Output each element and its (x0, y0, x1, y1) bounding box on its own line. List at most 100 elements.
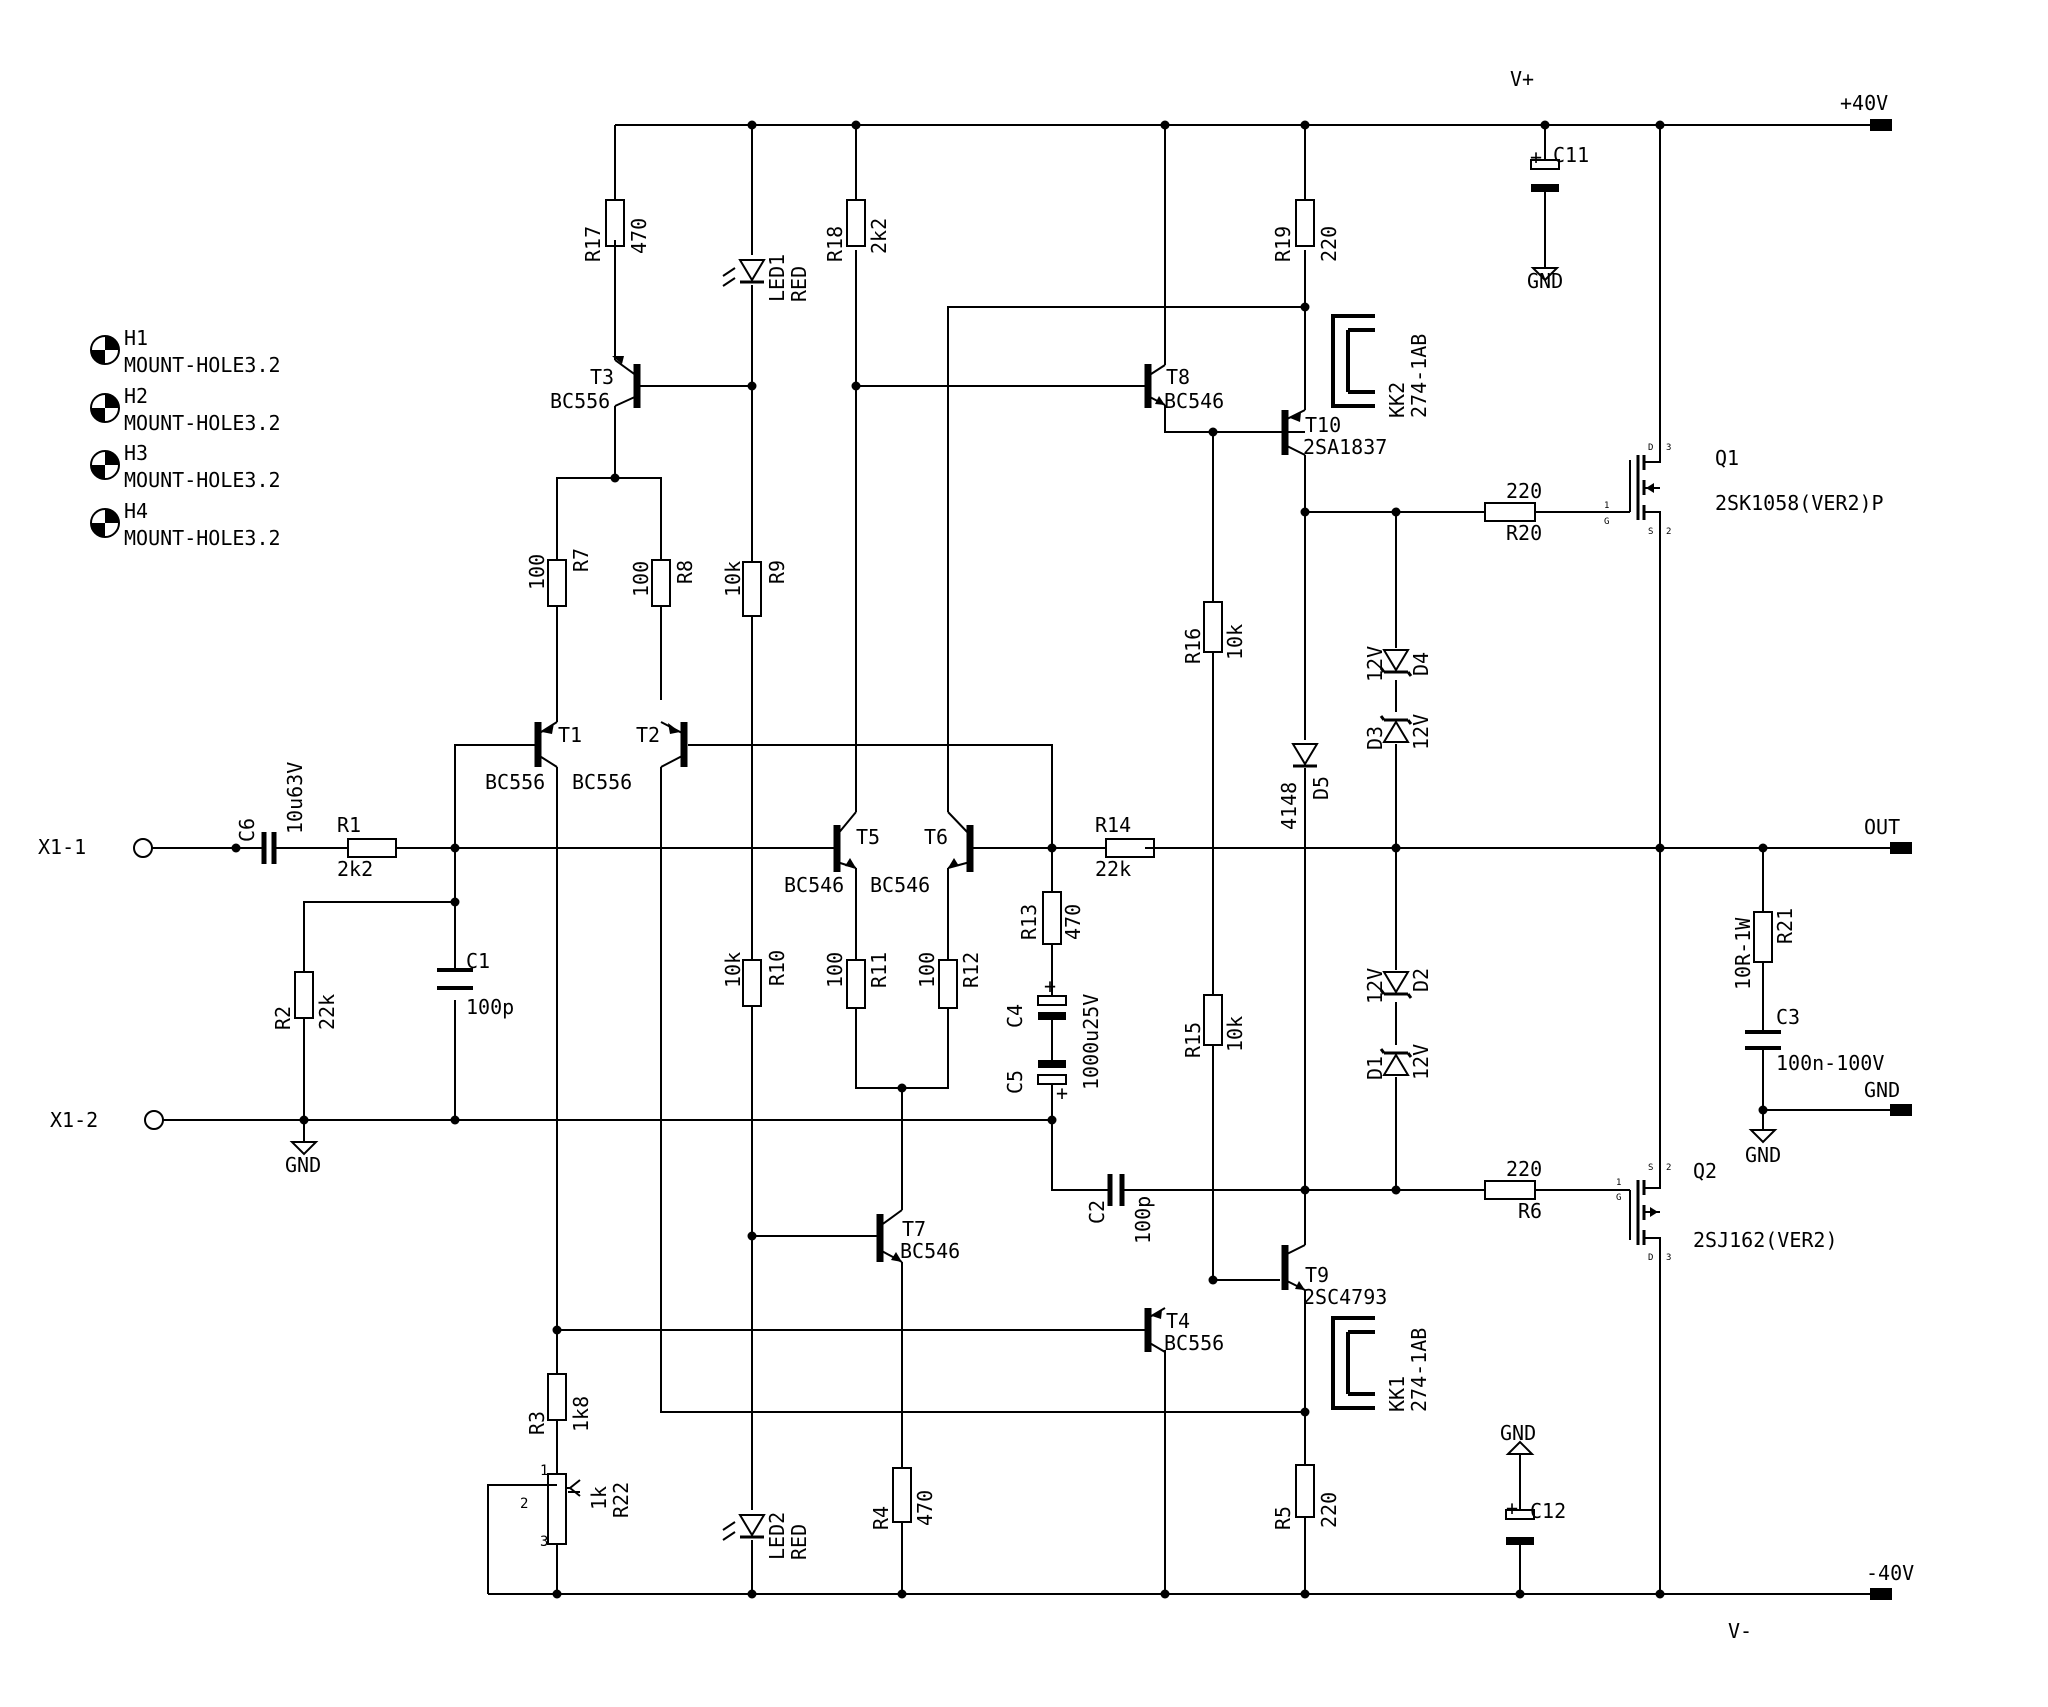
diodes (722, 259, 1413, 1541)
c1-ref: C1 (466, 949, 490, 973)
r14-ref: R14 (1095, 813, 1131, 837)
c12-plus: + (1506, 1496, 1518, 1520)
mount-hole-icon (90, 335, 120, 365)
resistor-r13 (1042, 891, 1062, 945)
resistor-r19 (1295, 199, 1315, 247)
r20-value: 220 (1506, 479, 1542, 503)
resistor-r5 (1295, 1464, 1315, 1518)
r12-ref: R12 (959, 952, 983, 988)
resistor-r9 (742, 561, 762, 617)
r16-ref: R16 (1181, 628, 1205, 664)
t5-value: BC546 (784, 873, 844, 897)
t4-value: BC556 (1164, 1331, 1224, 1355)
led-led1 (722, 259, 766, 287)
transistors (534, 356, 1306, 1353)
pos-rail-label: +40V (1840, 91, 1888, 115)
q2-pin-s: S (1648, 1163, 1653, 1173)
r4-ref: R4 (869, 1506, 893, 1530)
q2-pin-3: 3 (1666, 1253, 1671, 1263)
r19-ref: R19 (1271, 226, 1295, 262)
t2-value: BC556 (572, 770, 632, 794)
transistor-t6 (947, 811, 976, 872)
r5-value: 220 (1317, 1492, 1341, 1528)
t10-ref: T10 (1305, 413, 1341, 437)
r11-value: 100 (823, 952, 847, 988)
transistor-t3 (612, 356, 641, 408)
resistor-r12 (938, 959, 958, 1009)
transistor-t9 (1281, 1244, 1306, 1291)
t7-ref: T7 (902, 1217, 926, 1241)
t9-value: 2SC4793 (1303, 1285, 1387, 1309)
resistor-r1 (347, 838, 397, 858)
resistor-r7 (547, 559, 567, 607)
pot-pin-1: 1 (540, 1463, 548, 1479)
r2-ref: R2 (271, 1006, 295, 1030)
r8-ref: R8 (673, 560, 697, 584)
mosfet-q2 (1629, 1180, 1661, 1270)
input-terminal-x1-2 (144, 1110, 164, 1130)
c11-ref: C11 (1553, 143, 1589, 167)
r1-value: 2k2 (337, 857, 373, 881)
q2-pin-2: 2 (1666, 1163, 1671, 1173)
gnd-c11-label: GND (1527, 269, 1563, 293)
r9-value: 10k (721, 561, 745, 597)
t7-value: BC546 (900, 1239, 960, 1263)
capacitor-c6 (240, 832, 300, 864)
q2-ref: Q2 (1693, 1159, 1717, 1183)
ground-symbols (289, 267, 1778, 1455)
t8-value: BC546 (1164, 389, 1224, 413)
capacitor-c1 (437, 968, 473, 990)
kk2-value: 274-1AB (1407, 334, 1431, 418)
r13-value: 470 (1061, 904, 1085, 940)
resistor-r8 (651, 559, 671, 607)
q1-pin-2: 2 (1666, 527, 1671, 537)
d3-ref: D3 (1363, 726, 1387, 750)
h1-ref: H1 (124, 326, 148, 350)
zener-d3 (1379, 715, 1413, 743)
resistor-r10 (742, 959, 762, 1007)
r3-ref: R3 (525, 1411, 549, 1435)
out-label: OUT (1864, 815, 1900, 839)
h2-value: MOUNT-HOLE3.2 (124, 411, 281, 435)
r14-value: 22k (1095, 857, 1131, 881)
capacitor-c5 (1037, 1060, 1067, 1085)
r15-ref: R15 (1181, 1022, 1205, 1058)
c3-ref: C3 (1776, 1005, 1800, 1029)
r3-value: 1k8 (569, 1396, 593, 1432)
resistor-r18 (846, 199, 866, 247)
t1-ref: T1 (558, 723, 582, 747)
c2-ref: C2 (1085, 1200, 1109, 1224)
t8-ref: T8 (1166, 365, 1190, 389)
c2-value: 100p (1131, 1196, 1155, 1244)
t6-value: BC546 (870, 873, 930, 897)
ground-icon (1530, 267, 1560, 282)
q2-value: 2SJ162(VER2) (1693, 1228, 1838, 1252)
pot-pin-2: 2 (520, 1496, 528, 1512)
c5-plus: + (1056, 1081, 1068, 1105)
t3-ref: T3 (590, 365, 614, 389)
pot-pin-3: 3 (540, 1534, 548, 1550)
resistor-r3 (547, 1373, 567, 1421)
r6-value: 220 (1506, 1157, 1542, 1181)
q2-pin-d: D (1648, 1253, 1653, 1263)
c4-value: 1000u25V (1079, 994, 1103, 1090)
potentiometer-r22 (547, 1473, 567, 1545)
led-led2 (722, 1514, 766, 1541)
c6-value: 10u63V (283, 762, 307, 834)
r18-ref: R18 (823, 226, 847, 262)
t2-ref: T2 (636, 723, 660, 747)
resistor-r2 (294, 971, 314, 1019)
h3-value: MOUNT-HOLE3.2 (124, 468, 281, 492)
r4-value: 470 (913, 1490, 937, 1526)
ground-icon (1748, 1129, 1778, 1144)
mount-hole-icon (90, 508, 120, 538)
junctions (231, 120, 1768, 1599)
capacitor-c3 (1745, 1030, 1781, 1050)
r8-value: 100 (629, 561, 653, 597)
t4-ref: T4 (1166, 1309, 1190, 1333)
h4-value: MOUNT-HOLE3.2 (124, 526, 281, 550)
zener-d2 (1379, 971, 1413, 999)
q2-pin-g: G (1616, 1193, 1621, 1203)
t1-value: BC556 (485, 770, 545, 794)
capacitor-c12 (1505, 1509, 1535, 1545)
